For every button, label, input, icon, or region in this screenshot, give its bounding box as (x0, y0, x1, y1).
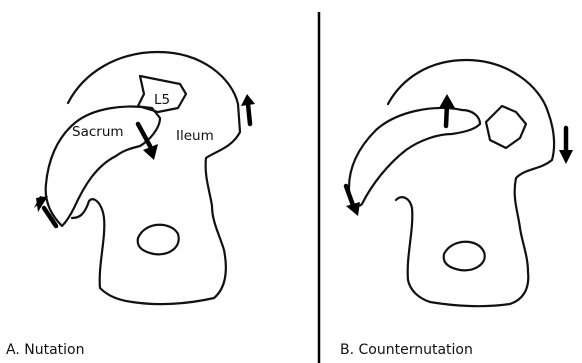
label-sacrum: Sacrum (72, 124, 124, 140)
arrow-ilium-up-icon (241, 94, 255, 124)
label-ileum: Ileum (176, 128, 214, 144)
obturator-foramen-b (444, 242, 485, 271)
caption-counternutation: B. Counternutation (340, 342, 473, 358)
sacrum-outline-b (349, 108, 480, 206)
panel-counternutation: B. Counternutation (340, 60, 573, 358)
vertebra-outline-b (486, 106, 526, 148)
arrow-coccyx-up-icon (34, 196, 56, 226)
caption-nutation: A. Nutation (6, 342, 84, 358)
arrow-ilium-down-icon (559, 128, 573, 164)
panel-nutation: L5 Sacrum Ileum A. Nutation (6, 52, 255, 358)
arrow-sacral-base-up-icon (439, 94, 455, 126)
ilium-outline-a (68, 52, 240, 304)
label-l5: L5 (154, 92, 170, 108)
obturator-foramen-a (138, 225, 179, 255)
arrow-sacral-base-down-icon (138, 124, 158, 160)
arrow-coccyx-down-icon (346, 186, 360, 216)
